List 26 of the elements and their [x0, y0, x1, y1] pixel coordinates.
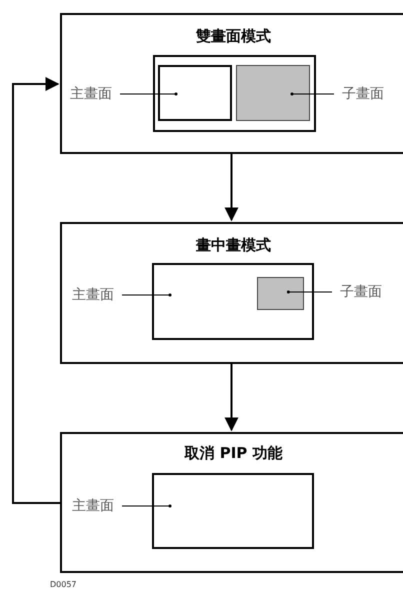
callout-text: 子畫面 [340, 283, 382, 301]
leader-line [122, 294, 172, 296]
panel-title: 雙畫面模式 [194, 27, 272, 46]
mode-panel [60, 13, 403, 154]
figure-code: D0057 [50, 580, 77, 589]
leader-line [290, 92, 334, 96]
sub-picture-pane [236, 65, 310, 121]
screen-frame [152, 473, 314, 549]
leader-line [286, 290, 332, 294]
main-picture-pane [158, 65, 232, 121]
mode-panel [60, 222, 403, 364]
callout-text: 主畫面 [72, 497, 114, 515]
arrow [12, 77, 60, 504]
screen-frame [153, 55, 316, 132]
arrow [224, 364, 238, 432]
screen-frame [152, 263, 314, 340]
sub-picture-window [257, 277, 304, 310]
arrow [224, 154, 238, 222]
leader-line [120, 92, 178, 96]
mode-panel [60, 432, 403, 573]
leader-line [122, 504, 172, 508]
callout-text: 主畫面 [72, 286, 114, 304]
callout-text: 主畫面 [70, 85, 112, 103]
panel-title: 畫中畫模式 [195, 236, 272, 255]
panel-title: 取消 PIP 功能 [183, 444, 284, 463]
callout-text: 子畫面 [342, 85, 384, 103]
